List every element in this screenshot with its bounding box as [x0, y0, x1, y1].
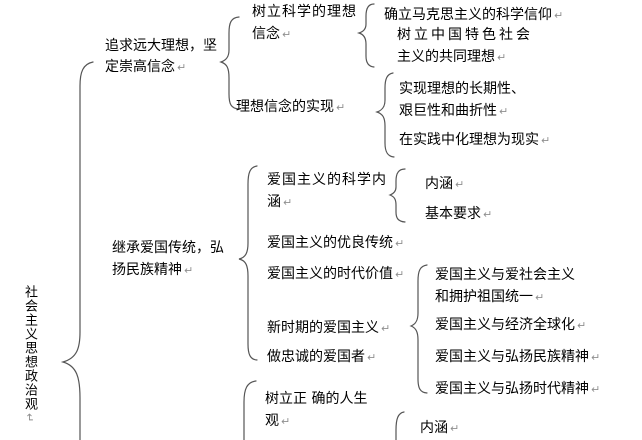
return-mark-icon: ↵ [336, 101, 346, 114]
return-mark-icon: ↵ [497, 51, 507, 64]
node-love-socialism-unity: 爱国主义与爱社会主义 和拥护祖国统一↵ [435, 267, 575, 305]
return-mark-icon: ↵ [395, 237, 405, 250]
return-mark-icon: ↵ [535, 291, 545, 304]
return-mark-icon: ↵ [450, 422, 460, 435]
node-national-spirit: 爱国主义与弘扬民族精神↵ [435, 349, 601, 365]
brace-branch3 [243, 380, 257, 440]
return-mark-icon: ↵ [381, 322, 391, 335]
return-mark-icon: ↵ [541, 134, 551, 147]
return-mark-icon: ↵ [499, 105, 509, 118]
node-life-view-connotation: 内涵↵ [420, 420, 460, 436]
brace-branch2 [238, 165, 258, 361]
node-practice-reality: 在实践中化理想为现实↵ [399, 132, 551, 148]
node-fine-tradition: 爱国主义的优良传统↵ [267, 235, 405, 251]
return-mark-icon: ↵ [483, 208, 493, 221]
node-economic-globalization: 爱国主义与经济全球化↵ [435, 317, 587, 333]
return-mark-icon: ↵ [455, 178, 465, 191]
node-basic-requirements: 基本要求↵ [425, 206, 493, 222]
return-mark-icon: ↵ [283, 196, 293, 209]
node-era-spirit: 爱国主义与弘扬时代精神↵ [435, 381, 601, 397]
brace-new-period [409, 264, 428, 394]
brace-realization [375, 72, 395, 158]
node-connotation-item: 内涵↵ [425, 176, 465, 192]
node-new-period-patriotism: 新时期的爱国主义↵ [267, 320, 391, 336]
return-mark-icon: ↵ [591, 351, 601, 364]
node-era-value: 爱国主义的时代价值↵ [267, 266, 405, 282]
brace-ideal-belief [356, 3, 375, 68]
return-mark-icon: ↵ [395, 268, 405, 281]
return-mark-icon: ↵ [23, 413, 36, 424]
node-patriotic-tradition: 继承爱国传统，弘 扬民族精神↵ [112, 240, 224, 278]
node-loyal-patriot: 做忠诚的爱国者↵ [267, 349, 377, 365]
node-china-common-ideal: 树立中国特色社会 主义的共同理想↵ [397, 27, 533, 65]
return-mark-icon: ↵ [591, 383, 601, 396]
return-mark-icon: ↵ [282, 28, 292, 41]
node-marx-faith: 确立马克思主义的科学信仰↵ [384, 7, 564, 23]
node-belief-realization: 理想信念的实现↵ [236, 99, 346, 115]
node-patriotism-connotation: 爱国主义的科学内 涵↵ [267, 172, 387, 210]
brace-root [60, 61, 94, 440]
return-mark-icon: ↵ [281, 415, 291, 428]
return-mark-icon: ↵ [554, 9, 564, 22]
return-mark-icon: ↵ [367, 351, 377, 364]
node-pursue-ideals: 追求远大理想，坚 定崇高信念↵ [105, 38, 217, 75]
brace-life-view-child [395, 411, 405, 440]
node-longterm-arduous: 实现理想的长期性、 艰巨性和曲折性↵ [399, 81, 525, 119]
node-scientific-ideal-belief: 树立科学的理想 信念↵ [252, 4, 357, 42]
brace-branch1 [219, 16, 240, 110]
brace-connotation [388, 168, 406, 223]
node-root-label: 社会主义思想政治观↵ [22, 285, 37, 424]
return-mark-icon: ↵ [177, 61, 187, 74]
return-mark-icon: ↵ [577, 319, 587, 332]
node-correct-life-view: 树立正 确的人生 观↵ [265, 391, 368, 429]
return-mark-icon: ↵ [184, 264, 194, 277]
